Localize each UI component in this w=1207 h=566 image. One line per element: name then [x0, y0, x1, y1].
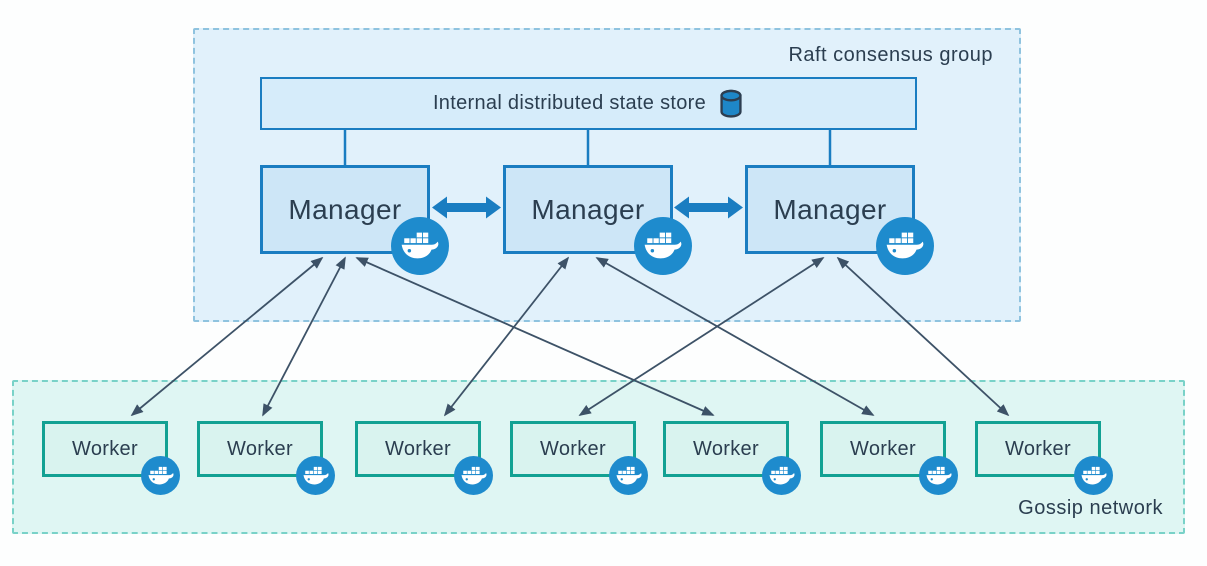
- docker-whale-icon: [391, 217, 449, 275]
- worker-node-7: Worker: [975, 421, 1113, 495]
- docker-whale-icon: [609, 456, 648, 495]
- manager-node-2: Manager: [503, 165, 692, 275]
- docker-whale-icon: [1074, 456, 1113, 495]
- docker-whale-icon: [634, 217, 692, 275]
- docker-whale-icon: [141, 456, 180, 495]
- gossip-network-label: Gossip network: [1018, 497, 1163, 519]
- worker-label: Worker: [693, 437, 759, 460]
- worker-node-6: Worker: [820, 421, 958, 495]
- worker-node-1: Worker: [42, 421, 180, 495]
- worker-node-5: Worker: [663, 421, 801, 495]
- docker-whale-icon: [454, 456, 493, 495]
- link-manager1-worker5: [355, 257, 715, 416]
- manager-worker-links: [130, 256, 1010, 417]
- link-manager1-worker2: [262, 256, 346, 417]
- database-icon: [720, 89, 742, 118]
- docker-whale-icon: [876, 217, 934, 275]
- worker-label: Worker: [540, 437, 606, 460]
- manager-label: Manager: [531, 193, 645, 225]
- docker-whale-icon: [296, 456, 335, 495]
- worker-label: Worker: [72, 437, 138, 460]
- manager-node-1: Manager: [260, 165, 449, 275]
- link-manager1-worker1: [130, 256, 324, 417]
- worker-node-2: Worker: [197, 421, 335, 495]
- manager-peer-arrows: [432, 196, 743, 219]
- docker-whale-icon: [762, 456, 801, 495]
- state-store-label: Internal distributed state store: [432, 92, 707, 114]
- link-manager3-worker7: [836, 256, 1010, 417]
- link-manager2-worker3: [443, 256, 570, 417]
- store-manager-connectors: [343, 130, 832, 165]
- worker-label: Worker: [1005, 437, 1071, 460]
- worker-label: Worker: [227, 437, 293, 460]
- link-manager3-worker4: [578, 257, 825, 416]
- peer-arrow-manager2-manager3: [674, 196, 743, 219]
- link-manager2-worker6: [595, 257, 875, 416]
- raft-group-label: Raft consensus group: [788, 44, 993, 66]
- docker-whale-icon: [919, 456, 958, 495]
- state-store-box: Internal distributed state store: [260, 77, 917, 130]
- manager-label: Manager: [288, 193, 402, 225]
- worker-label: Worker: [850, 437, 916, 460]
- manager-node-3: Manager: [745, 165, 934, 275]
- worker-label: Worker: [385, 437, 451, 460]
- worker-node-3: Worker: [355, 421, 493, 495]
- manager-label: Manager: [773, 193, 887, 225]
- worker-node-4: Worker: [510, 421, 648, 495]
- peer-arrow-manager1-manager2: [432, 196, 501, 219]
